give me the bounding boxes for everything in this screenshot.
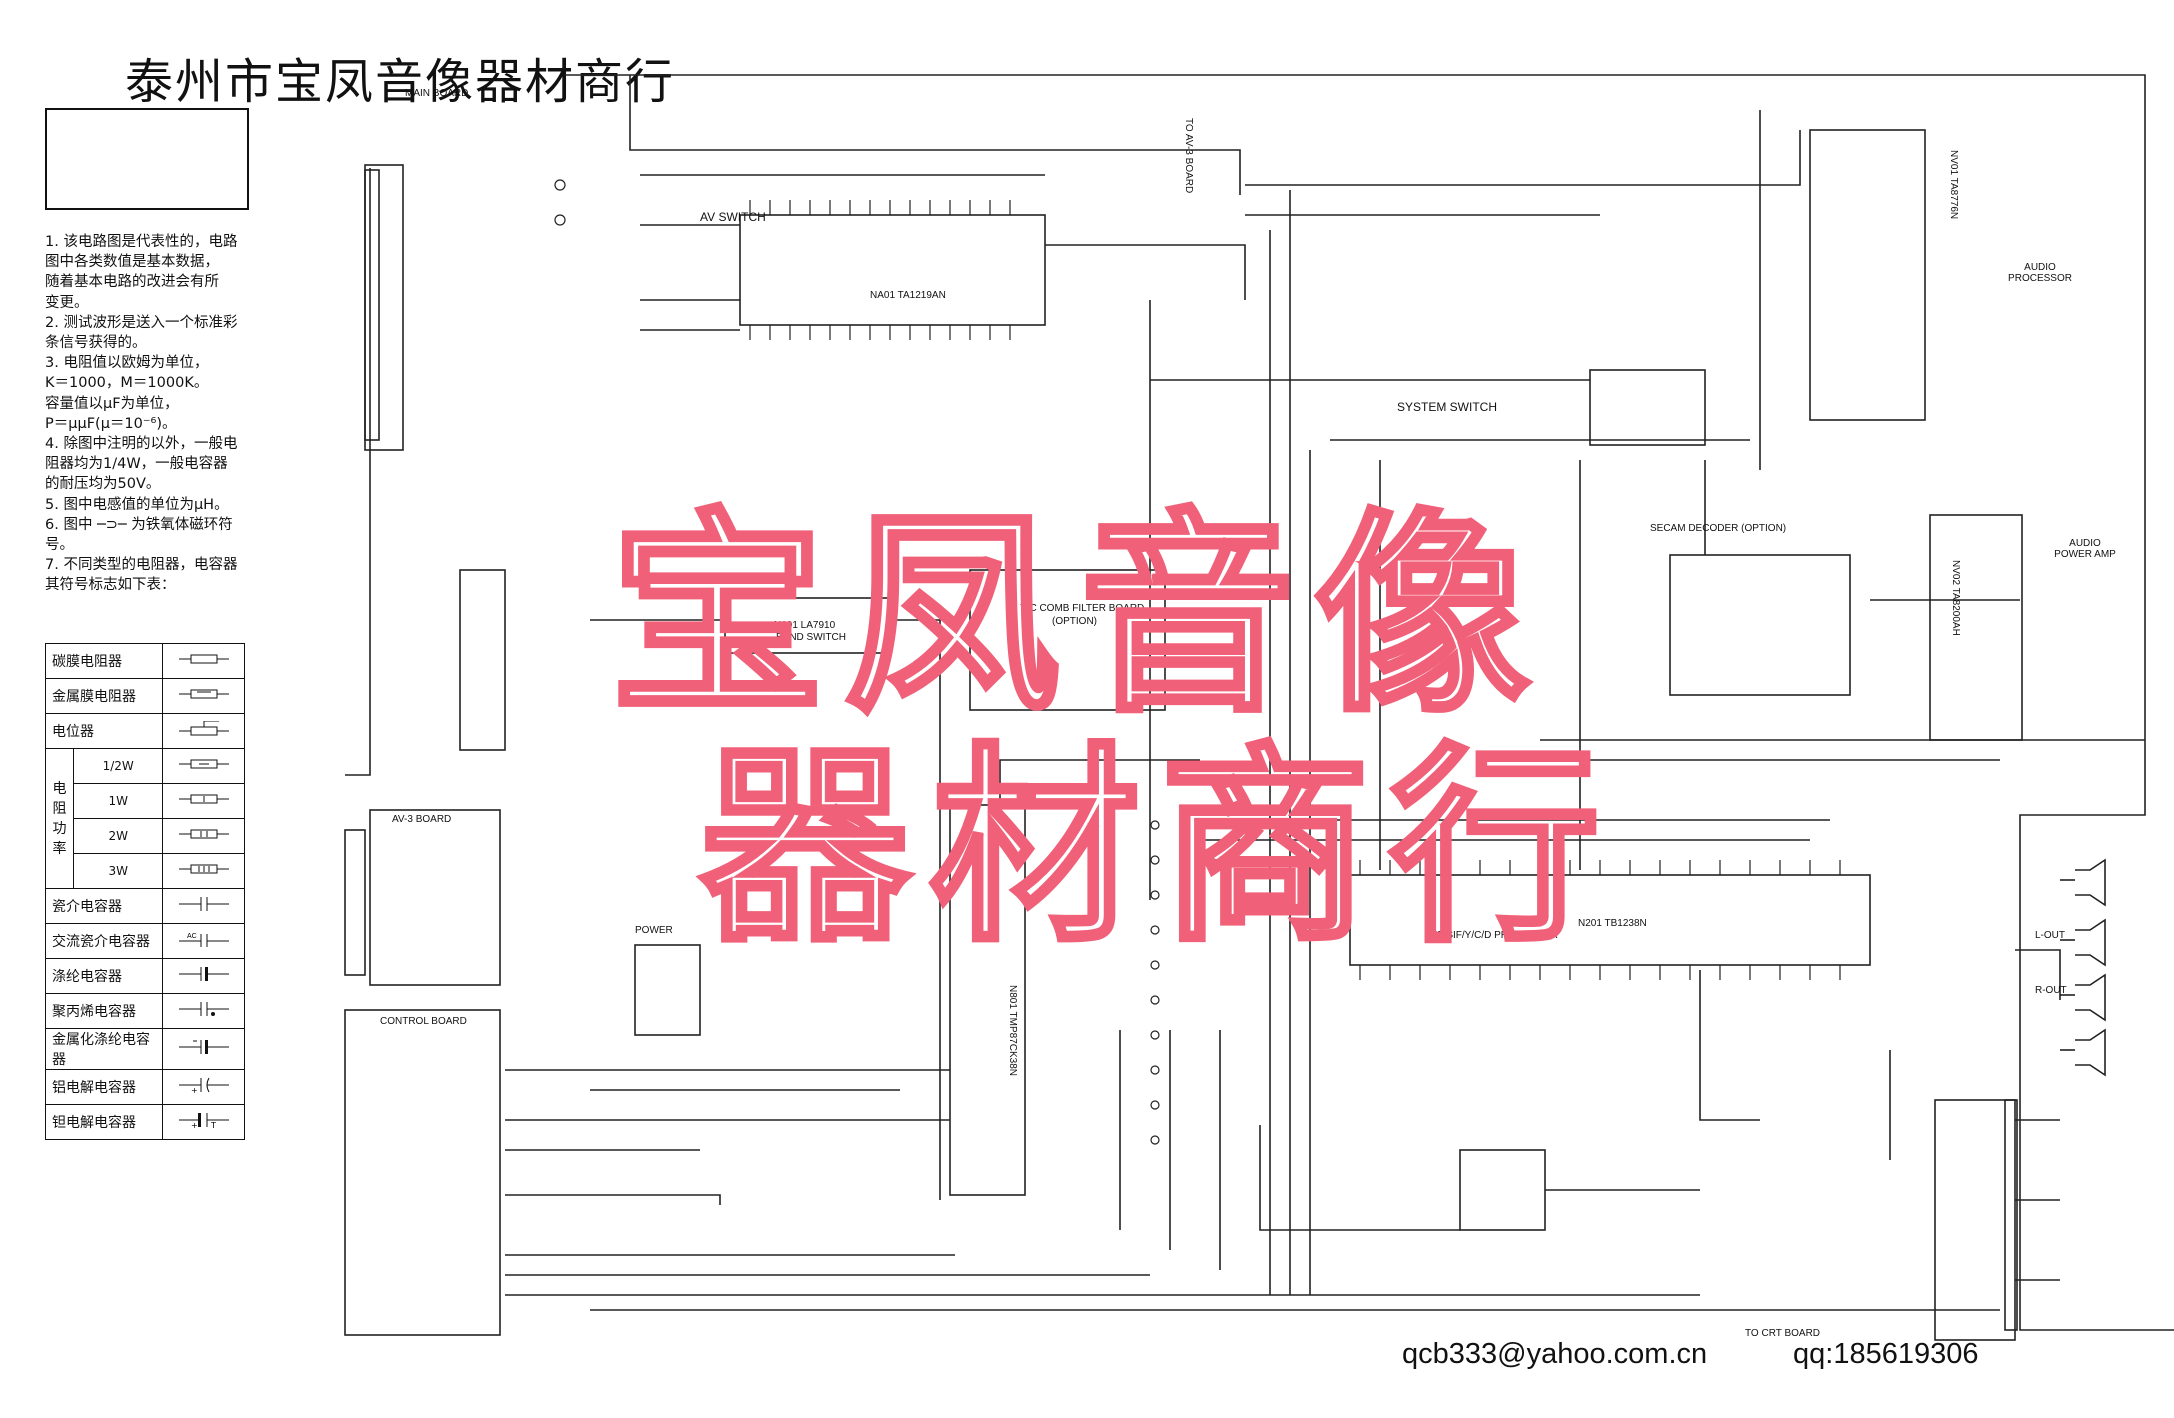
na01-label: NA01 TA1219AN xyxy=(870,290,946,301)
nv01-label: NV01 TA8776N xyxy=(1948,150,1959,220)
component-symbol-legend: 碳膜电阻器 金属膜电阻器 电位器 电阻功率 1/2W 1W 2W 3W 瓷介电容… xyxy=(44,643,245,1140)
note-line: P＝μμF(μ＝10⁻⁶)。 xyxy=(45,415,177,432)
yc-comb-label: Y/C COMB FILTER BOARD xyxy=(1020,603,1145,614)
svg-text:T: T xyxy=(210,1121,216,1128)
contact-qq: qq:185619306 xyxy=(1793,1338,1979,1370)
n101-label: N101 LA7910 xyxy=(774,620,836,631)
note-line: 6. 图中 ─⊃─ 为铁氧体磁环符 xyxy=(45,516,233,533)
nv02-label: NV02 TA8200AH xyxy=(1950,560,1961,636)
l-out-label: L-OUT xyxy=(2035,930,2065,941)
to-crt-label: TO CRT BOARD xyxy=(1745,1328,1821,1339)
to-av3-board-label: TO AV-3 BOARD xyxy=(1183,118,1194,194)
legend-label: 铝电解电容器 xyxy=(44,1069,164,1105)
n801-label: N801 TMP87CK38N xyxy=(1007,985,1018,1076)
system-switch-label: SYSTEM SWITCH xyxy=(1397,400,1498,414)
tantalum-capacitor-icon: +T xyxy=(162,1104,245,1140)
band-switch-label: BAND SWITCH xyxy=(776,632,846,643)
power-rating: 3W xyxy=(72,853,164,889)
note-line: 的耐压均为50V。 xyxy=(45,476,161,493)
notes-list: 1. 该电路图是代表性的，电路 图中各类数值是基本数据， 随着基本电路的改进会有… xyxy=(45,232,310,596)
av3-board-label: AV-3 BOARD xyxy=(392,814,452,825)
yc-comb-option-label: (OPTION) xyxy=(1052,616,1097,627)
svg-text:+: + xyxy=(191,1086,198,1093)
note-line: 容量值以μF为单位， xyxy=(45,395,179,412)
note-line: K＝1000，M＝1000K。 xyxy=(45,375,209,392)
metallized-capacitor-icon xyxy=(162,1028,245,1070)
svg-text:+: + xyxy=(191,1121,198,1128)
power-label: POWER xyxy=(635,925,673,936)
blank-label-box xyxy=(45,108,249,210)
main-board-label: MAIN BOARD xyxy=(405,88,469,99)
audio-processor-label: AUDIO PROCESSOR xyxy=(2008,262,2072,284)
polyester-capacitor-icon xyxy=(162,958,245,994)
note-line: 5. 图中电感值的单位为μH。 xyxy=(45,496,229,513)
contact-email: qcb333@yahoo.com.cn xyxy=(1402,1338,1708,1370)
note-line: 3. 电阻值以欧姆为单位， xyxy=(45,355,209,372)
secam-decoder-label: SECAM DECODER (OPTION) xyxy=(1650,523,1787,534)
note-line: 其符号标志如下表： xyxy=(45,577,176,594)
note-line: 图中各类数值是基本数据， xyxy=(45,254,219,271)
pif-processor-label: PIF/SIF/Y/C/D PROCESSOR xyxy=(1428,930,1559,941)
legend-label: 钽电解电容器 xyxy=(44,1104,164,1140)
audio-power-amp-label: AUDIO POWER AMP xyxy=(2054,538,2116,560)
capacitor-symbol-icon xyxy=(162,888,245,924)
note-line: 1. 该电路图是代表性的，电路 xyxy=(45,234,238,250)
legend-label: 交流瓷介电容器 xyxy=(44,923,164,959)
page-title: 泰州市宝凤音像器材商行 xyxy=(125,54,676,110)
power-rating: 1W xyxy=(72,783,164,819)
svg-text:AC: AC xyxy=(187,933,197,940)
note-line: 7. 不同类型的电阻器，电容器 xyxy=(45,557,238,574)
power-rating: 1/2W xyxy=(72,748,164,784)
note-line: 阻器均为1/4W，一般电容器 xyxy=(45,456,228,473)
legend-label: 碳膜电阻器 xyxy=(44,643,164,679)
note-line: 条信号获得的。 xyxy=(45,335,147,352)
n201-label: N201 TB1238N xyxy=(1578,918,1647,929)
note-line: 号。 xyxy=(45,537,74,554)
r-out-label: R-OUT xyxy=(2035,985,2067,996)
note-line: 随着基本电路的改进会有所 xyxy=(45,274,219,291)
legend-label: 金属膜电阻器 xyxy=(44,678,164,714)
ac-capacitor-symbol-icon: AC xyxy=(162,923,245,959)
control-board-label: CONTROL BOARD xyxy=(380,1016,467,1027)
legend-label: 金属化涤纶电容器 xyxy=(44,1028,164,1070)
av-switch-label: AV SWITCH xyxy=(700,210,766,224)
note-line: 2. 测试波形是送入一个标准彩 xyxy=(45,314,238,331)
note-line: 4. 除图中注明的以外，一般电 xyxy=(45,436,238,453)
power-rating: 2W xyxy=(72,818,164,854)
note-line: 变更。 xyxy=(45,294,89,311)
resistor-power-label: 电阻功率 xyxy=(45,748,74,889)
potentiometer-symbol-icon xyxy=(162,713,245,749)
resistor-symbol-icon xyxy=(162,643,245,679)
